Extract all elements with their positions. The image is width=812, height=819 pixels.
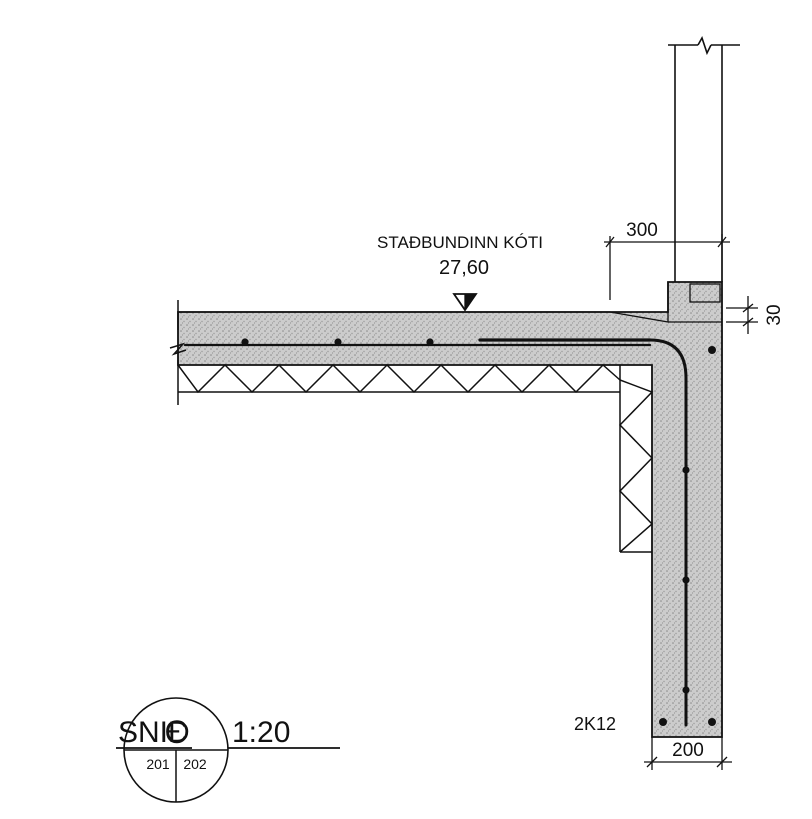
insulation <box>177 363 654 553</box>
sheet-left: 201 <box>146 756 170 772</box>
slab-top-details <box>178 282 722 323</box>
slab-break-mark <box>169 300 187 405</box>
concrete-section <box>177 281 723 738</box>
sheet-right: 202 <box>183 756 207 772</box>
section-title: SNIÐ <box>118 716 190 749</box>
level-label: STAÐBUNDINN KÓTI <box>377 233 543 252</box>
level-marker <box>452 293 478 312</box>
dimension-wall-label: 200 <box>672 740 704 761</box>
dimension-wall <box>644 737 732 770</box>
title-block: SNIÐ C 201 202 1:20 <box>116 697 340 803</box>
dimension-overhang-label: 300 <box>626 220 658 241</box>
rebar-dots <box>241 338 716 726</box>
section-letter: C <box>164 714 187 750</box>
scale-label: 1:20 <box>232 716 290 749</box>
dimension-top-gap-label: 30 <box>764 304 785 325</box>
reinforcement <box>183 338 688 727</box>
rebar-label: 2K12 <box>574 714 616 734</box>
dimension-overhang <box>604 234 730 300</box>
upper-wall <box>668 36 740 282</box>
dimension-top-gap <box>726 296 758 334</box>
level-value: 27,60 <box>439 257 489 279</box>
